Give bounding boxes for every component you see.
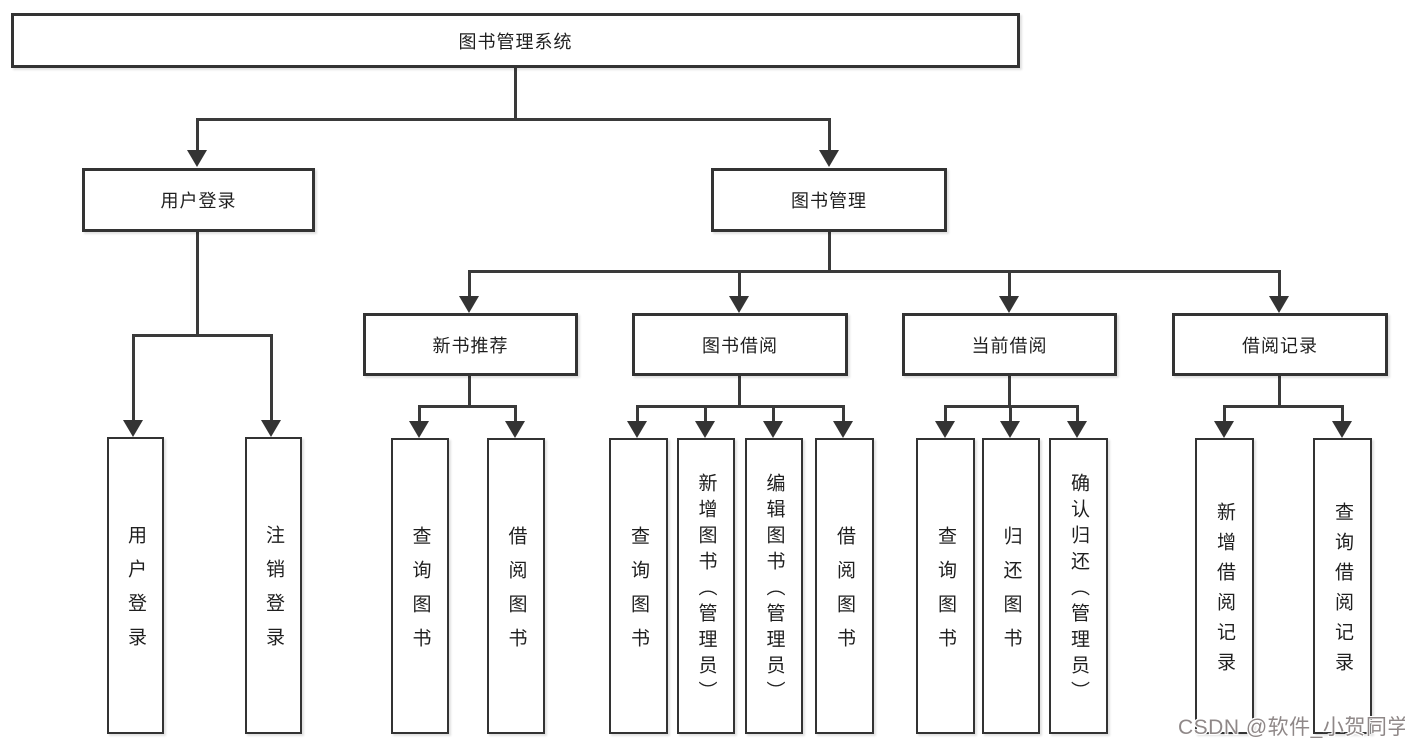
arrow-down-icon <box>1000 421 1020 438</box>
connector-line <box>196 118 199 152</box>
node-label: 注销登录 <box>263 525 284 661</box>
node-leaf-logout: 注销登录 <box>245 437 302 734</box>
node-leaf-query-books-recommend: 查询图书 <box>391 438 449 734</box>
connector-line <box>418 405 421 422</box>
connector-line <box>1008 270 1011 298</box>
arrow-down-icon <box>409 421 429 438</box>
arrow-down-icon <box>935 421 955 438</box>
connector-line <box>772 405 775 422</box>
connector-line <box>828 232 831 272</box>
node-label: 新书推荐 <box>432 335 509 356</box>
connector-line <box>1223 405 1344 408</box>
arrow-down-icon <box>627 421 647 438</box>
arrow-down-icon <box>1332 421 1352 438</box>
node-book-borrow: 图书借阅 <box>632 313 848 376</box>
arrow-down-icon <box>505 421 525 438</box>
node-leaf-borrow-book: 借阅图书 <box>815 438 874 734</box>
node-label: 借阅图书 <box>834 525 855 662</box>
node-label: 借阅记录 <box>1242 335 1318 356</box>
node-label: 图书管理 <box>791 191 867 211</box>
node-leaf-query-books-borrow: 查询图书 <box>609 438 668 734</box>
connector-line <box>1223 405 1226 422</box>
arrow-down-icon <box>729 296 749 313</box>
node-new-book-recommend: 新书推荐 <box>363 313 578 376</box>
connector-line <box>132 334 135 422</box>
connector-line <box>704 405 707 422</box>
connector-line <box>828 118 831 152</box>
node-label: 用户登录 <box>125 525 146 661</box>
connector-line <box>944 405 947 422</box>
node-current-borrow: 当前借阅 <box>902 313 1117 376</box>
connector-line <box>1341 405 1344 422</box>
node-leaf-user-login: 用户登录 <box>107 437 164 734</box>
connector-line <box>1278 270 1281 298</box>
node-user-login: 用户登录 <box>82 168 315 232</box>
arrow-down-icon <box>1269 296 1289 313</box>
arrow-down-icon <box>833 421 853 438</box>
connector-line <box>514 68 517 120</box>
node-label: 查询图书 <box>409 525 431 662</box>
node-label: 查询图书 <box>628 525 649 662</box>
connector-line <box>468 270 1281 273</box>
connector-line <box>196 232 199 336</box>
arrow-down-icon <box>261 420 281 437</box>
node-label: 图书管理系统 <box>458 31 573 52</box>
node-label: 用户登录 <box>160 191 237 211</box>
connector-line <box>636 405 639 422</box>
node-label: 图书借阅 <box>702 335 778 356</box>
connector-line <box>468 270 471 298</box>
connector-line <box>738 376 741 407</box>
node-leaf-query-borrow-record: 查询借阅记录 <box>1313 438 1372 734</box>
connector-line <box>418 405 517 408</box>
connector-line <box>1008 376 1011 407</box>
arrow-down-icon <box>819 150 839 167</box>
connector-line <box>468 376 471 407</box>
connector-line <box>514 405 517 422</box>
arrow-down-icon <box>1067 421 1087 438</box>
arrow-down-icon <box>763 421 783 438</box>
node-leaf-query-books-current: 查询图书 <box>916 438 975 734</box>
node-label: 当前借阅 <box>971 335 1048 356</box>
node-leaf-add-book-admin: 新增图书（管理员） <box>677 438 735 734</box>
connector-line <box>1009 405 1012 422</box>
arrow-down-icon <box>999 296 1019 313</box>
connector-line <box>132 334 273 337</box>
node-leaf-borrow-books-recommend: 借阅图书 <box>487 438 545 734</box>
arrow-down-icon <box>459 296 479 313</box>
node-book-management: 图书管理 <box>711 168 947 232</box>
node-root-library-system: 图书管理系统 <box>11 13 1020 68</box>
arrow-down-icon <box>1214 421 1234 438</box>
arrow-down-icon <box>695 421 715 438</box>
connector-line <box>842 405 845 422</box>
arrow-down-icon <box>187 150 207 167</box>
csdn-watermark: CSDN @软件_小贺同学 <box>1178 716 1405 739</box>
node-label: 查询图书 <box>935 525 956 662</box>
node-leaf-return-book: 归还图书 <box>982 438 1040 734</box>
node-label: 编辑图书（管理员） <box>763 472 785 707</box>
node-label: 新增图书（管理员） <box>695 472 717 707</box>
node-label: 新增借阅记录 <box>1214 501 1235 682</box>
node-label: 归还图书 <box>1000 525 1022 662</box>
node-borrow-records: 借阅记录 <box>1172 313 1388 376</box>
connector-line <box>1076 405 1079 422</box>
connector-line <box>636 405 845 408</box>
node-leaf-add-borrow-record: 新增借阅记录 <box>1195 438 1254 734</box>
node-label: 确认归还（管理员） <box>1068 472 1089 707</box>
connector-line <box>270 334 273 422</box>
connector-line <box>196 118 831 121</box>
node-leaf-edit-book-admin: 编辑图书（管理员） <box>745 438 803 734</box>
node-leaf-confirm-return-admin: 确认归还（管理员） <box>1049 438 1108 734</box>
arrow-down-icon <box>123 420 143 437</box>
node-label: 查询借阅记录 <box>1332 501 1353 682</box>
node-label: 借阅图书 <box>505 525 527 662</box>
connector-line <box>1278 376 1281 407</box>
connector-line <box>738 270 741 298</box>
